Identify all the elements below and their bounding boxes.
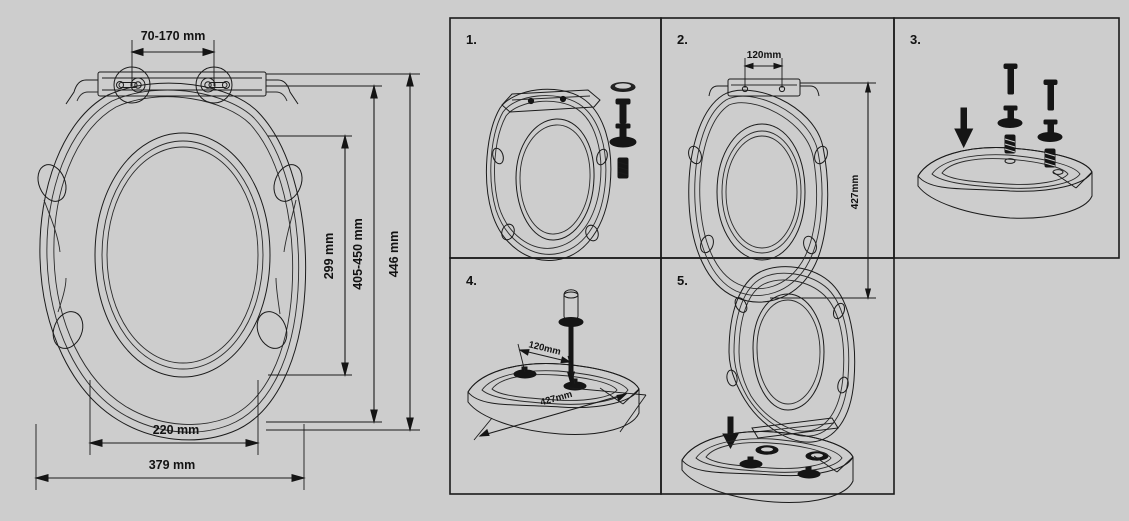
step-4-screwdriver [558, 289, 584, 386]
step-4-illustration: 4. [466, 273, 647, 441]
dimension-overall-height: 446 mm [266, 72, 420, 432]
step-3-hardware-right [1037, 79, 1063, 168]
step-5-washers [755, 445, 829, 461]
dimension-overall-width: 379 mm [34, 424, 306, 490]
step-2-number: 2. [677, 32, 688, 47]
step-1-hardware-parts [609, 82, 637, 179]
dimension-hinge-spacing: 70-170 mm [130, 29, 216, 86]
step-4-number: 4. [466, 273, 477, 288]
dimension-label-hinge-spacing: 70-170 mm [141, 29, 206, 43]
step-4-label-bolt-spacing: 120mm [527, 339, 561, 357]
step-3-illustration: 3. [910, 32, 1093, 219]
step-5-upright-seat [726, 266, 856, 443]
step-5-illustration: 5. [677, 266, 856, 504]
dimension-label-inner-height: 299 mm [322, 233, 336, 280]
hinge-assembly-group [65, 66, 299, 105]
dimension-label-overall-width: 379 mm [149, 458, 196, 472]
dimension-inner-height: 299 mm [268, 134, 352, 377]
step-2-label-bolt-spacing: 120mm [747, 50, 782, 61]
step-3-number: 3. [910, 32, 921, 47]
main-drawing-panel: 70-170 mm 299 mm 405-450 mm [0, 0, 440, 521]
main-drawing-svg: 70-170 mm 299 mm 405-450 mm [34, 29, 420, 490]
step-4-label-seat-length: 427mm [539, 389, 574, 409]
step-2-dimension-seat-length: 427mm [770, 81, 876, 300]
step-2-illustration: 2. [677, 32, 876, 303]
step-3-toilet-pan [917, 147, 1093, 219]
steps-grid-frame [449, 17, 1120, 495]
dimension-label-inner-width: 220 mm [153, 423, 200, 437]
step-3-hardware-left [997, 63, 1023, 154]
step-1-number: 1. [466, 32, 477, 47]
dimension-inner-width: 220 mm [88, 380, 260, 455]
step-5-number: 5. [677, 273, 688, 288]
step-5-down-arrow [722, 416, 739, 450]
dimension-adjustable-height: 405-450 mm [266, 84, 382, 424]
step-1-illustration: 1. [466, 32, 637, 262]
step-2-label-seat-length: 427mm [850, 175, 861, 210]
step-3-down-arrow [954, 107, 974, 149]
step-5-toilet-pan [681, 431, 854, 504]
step-2-dimension-bolt-spacing: 120mm [743, 50, 784, 88]
seat-outline-group [37, 82, 307, 441]
dimension-label-overall-height: 446 mm [387, 231, 401, 278]
step-4-dimension-seat-length: 427mm [473, 387, 647, 441]
installation-steps-panel: 1. [440, 0, 1129, 521]
dimension-label-adjustable-height: 405-450 mm [351, 218, 365, 290]
steps-grid-svg: 1. [449, 17, 1120, 504]
